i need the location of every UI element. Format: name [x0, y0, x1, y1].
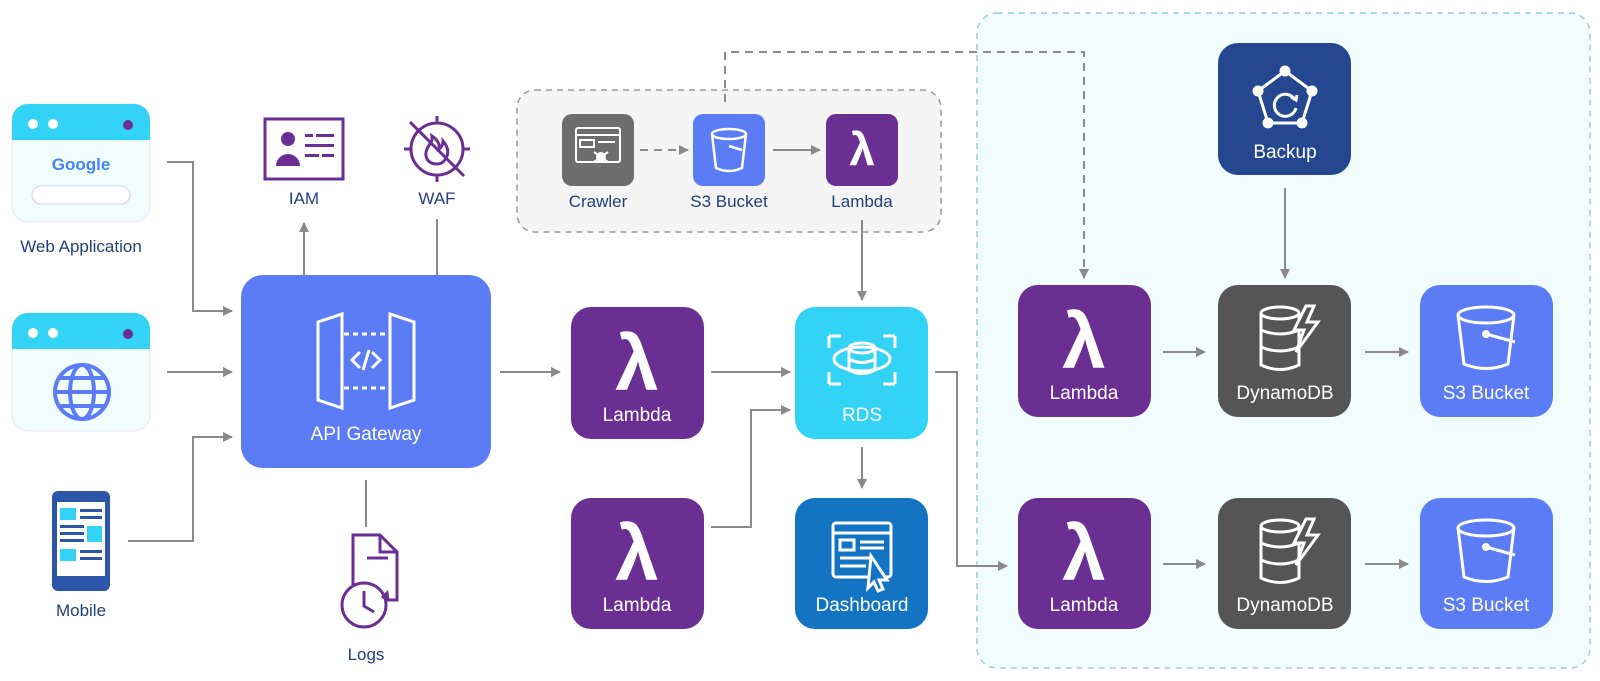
row2-lambda-label: Lambda [1050, 595, 1119, 616]
iam-icon [263, 117, 345, 181]
dashboard-node: Dashboard [795, 498, 928, 629]
row2-s3-label: S3 Bucket [1443, 595, 1530, 616]
crawler-node [562, 114, 634, 186]
web-application-label: Web Application [20, 237, 142, 256]
row2-lambda-node: λ Lambda [1018, 498, 1151, 629]
api-gateway-label: API Gateway [311, 424, 422, 445]
arrow-webapp-gateway [167, 161, 233, 316]
waf-label: WAF [418, 189, 455, 208]
search-bar [31, 185, 131, 205]
crawler-lambda-node: λ [826, 114, 898, 186]
web-application-node: Google [11, 103, 151, 223]
backup-node: Backup [1218, 43, 1351, 175]
waf-icon [404, 116, 470, 182]
dashboard-label: Dashboard [816, 595, 909, 616]
arrow-mobile-gateway [128, 432, 233, 542]
crawler-s3-label: S3 Bucket [690, 192, 768, 211]
lambda-bottom-label: Lambda [603, 595, 672, 616]
browser-node [11, 312, 151, 432]
lambda-icon: λ [849, 123, 875, 175]
dashboard-icon [831, 521, 893, 593]
dynamodb-icon [1259, 517, 1321, 584]
arrow-rds-lambda-row2 [935, 371, 1008, 571]
google-logo: Google [52, 155, 111, 174]
bucket-icon [1456, 305, 1516, 370]
logs-icon [340, 533, 399, 629]
row1-s3-label: S3 Bucket [1443, 383, 1530, 404]
lambda-icon: λ [615, 319, 658, 407]
row2-dynamodb-label: DynamoDB [1236, 595, 1333, 616]
mobile-node [52, 491, 110, 591]
rds-label: RDS [842, 405, 882, 426]
bucket-icon [710, 127, 748, 173]
crawler-icon [575, 127, 621, 163]
lambda-top-label: Lambda [603, 405, 672, 426]
api-gateway-icon [316, 311, 416, 411]
row1-lambda-node: λ Lambda [1018, 285, 1151, 417]
row1-dynamodb-label: DynamoDB [1236, 383, 1333, 404]
bucket-icon [1456, 518, 1516, 583]
crawler-lambda-label: Lambda [831, 192, 893, 211]
iam-label: IAM [289, 189, 319, 208]
backup-label: Backup [1253, 142, 1316, 163]
lambda-icon: λ [1062, 509, 1105, 597]
mobile-label: Mobile [56, 601, 106, 620]
row2-s3-node: S3 Bucket [1420, 498, 1553, 629]
backup-icon [1252, 65, 1318, 129]
rds-icon [827, 334, 897, 386]
crawler-label: Crawler [569, 192, 628, 211]
lambda-icon: λ [615, 509, 658, 597]
lambda-top-node: λ Lambda [571, 307, 704, 439]
lambda-bottom-node: λ Lambda [571, 498, 704, 629]
arrow-lambda2-rds [711, 405, 791, 528]
arrow-s3-right-lambda [724, 51, 1089, 279]
row1-dynamodb-node: DynamoDB [1218, 285, 1351, 417]
crawler-s3-node [693, 114, 765, 186]
connectors [128, 51, 1409, 571]
row1-s3-node: S3 Bucket [1420, 285, 1553, 417]
api-gateway-node: API Gateway [241, 275, 491, 468]
row2-dynamodb-node: DynamoDB [1218, 498, 1351, 629]
dynamodb-icon [1259, 304, 1321, 371]
rds-node: RDS [795, 307, 928, 439]
lambda-icon: λ [1062, 297, 1105, 385]
globe-icon [53, 363, 111, 421]
logs-label: Logs [348, 645, 385, 664]
row1-lambda-label: Lambda [1050, 383, 1119, 404]
